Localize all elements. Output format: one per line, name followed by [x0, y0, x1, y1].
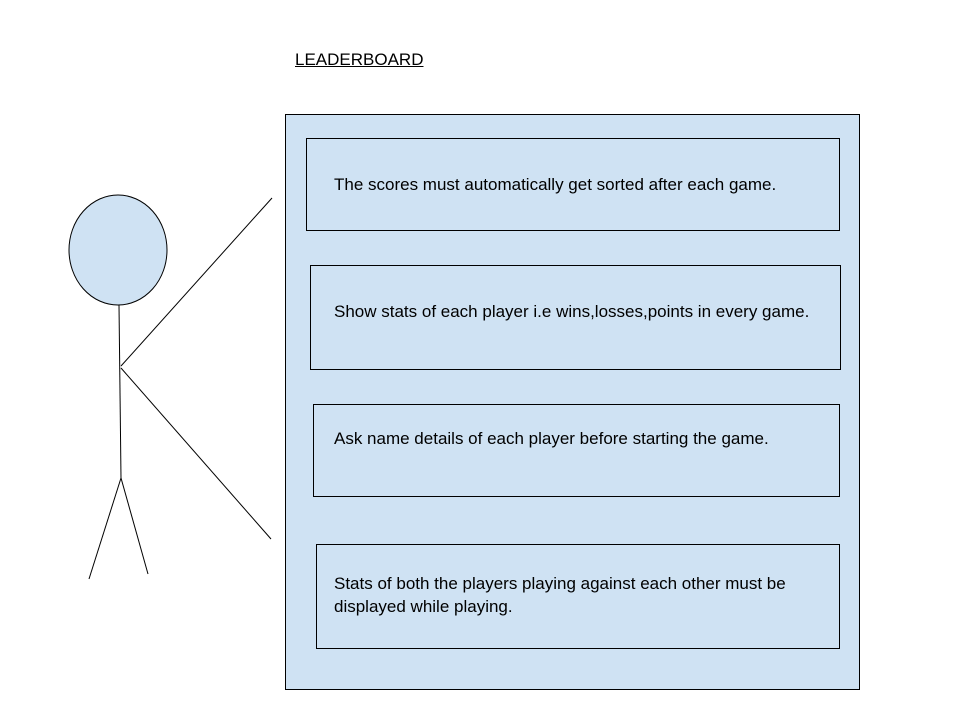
use-case-display-match-stats: Stats of both the players playing agains…	[316, 544, 840, 649]
association-line-upper	[120, 197, 273, 367]
actor-body	[118, 304, 122, 479]
use-case-sort-scores-text: The scores must automatically get sorted…	[334, 175, 777, 194]
use-case-ask-name-details: Ask name details of each player before s…	[313, 404, 840, 497]
actor-head	[68, 194, 168, 306]
use-case-show-player-stats: Show stats of each player i.e wins,losse…	[310, 265, 841, 370]
use-case-display-match-stats-text: Stats of both the players playing agains…	[334, 574, 786, 616]
association-line-lower	[120, 367, 272, 540]
stick-figure-actor-icon	[68, 194, 168, 580]
use-case-ask-name-details-text: Ask name details of each player before s…	[334, 429, 769, 448]
actor-left-leg	[88, 477, 122, 580]
actor-right-leg	[120, 477, 149, 575]
use-case-show-player-stats-text: Show stats of each player i.e wins,losse…	[334, 302, 810, 321]
use-case-sort-scores: The scores must automatically get sorted…	[306, 138, 840, 231]
diagram-title: LEADERBOARD	[295, 50, 424, 69]
